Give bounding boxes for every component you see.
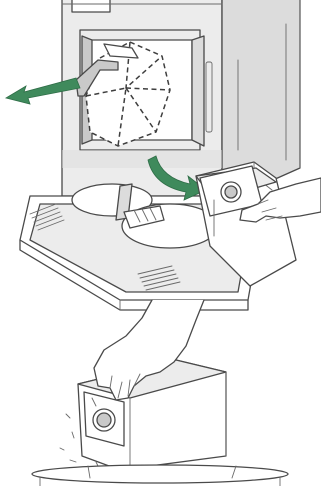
trash-bin	[32, 465, 288, 486]
disposal-scene	[32, 300, 288, 486]
